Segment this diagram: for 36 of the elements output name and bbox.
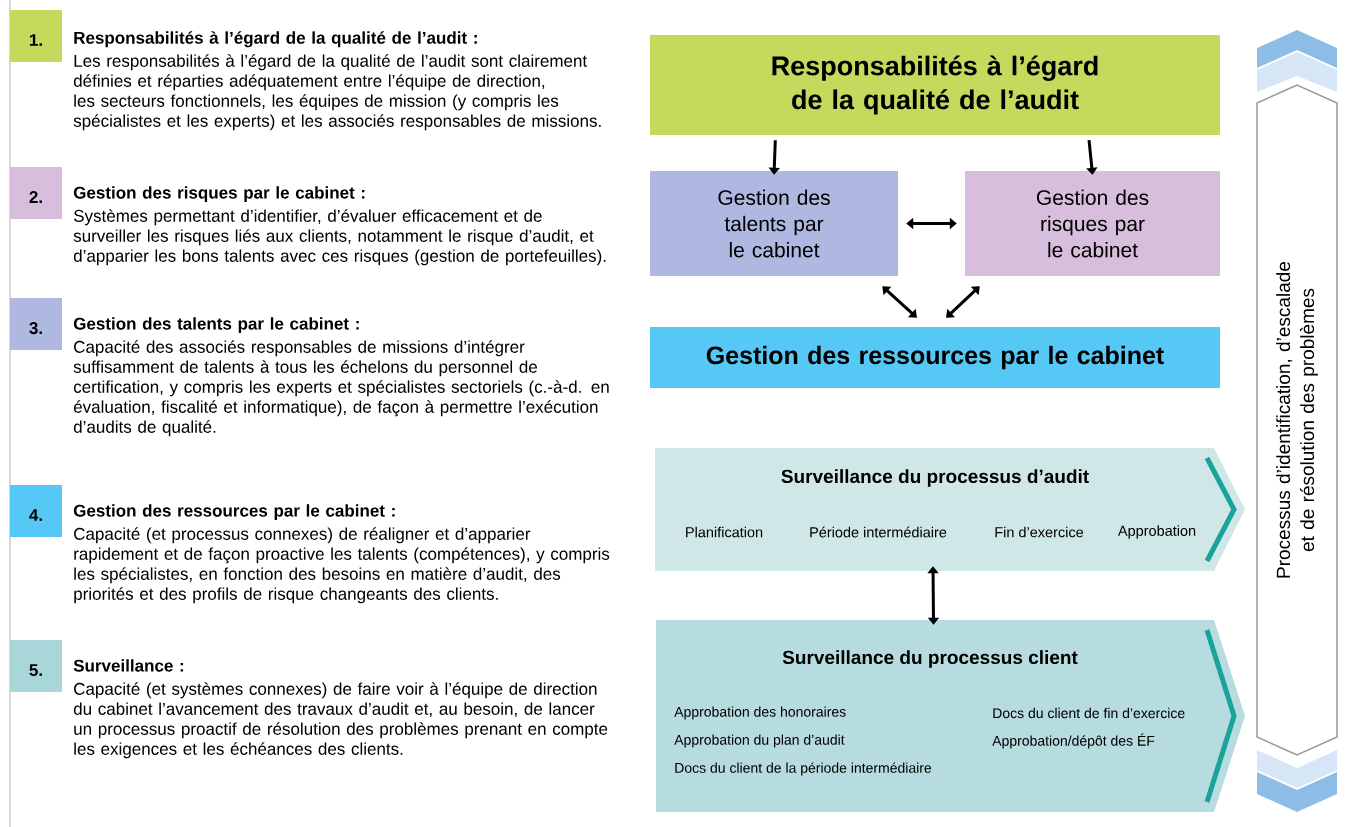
item-description: Capacité (et systèmes connexes) de faire voir à l’équipe de direction du cabinet l’avancement des travaux d’audit et, au besoin, de lancer un processus proactif de résolution des problèmes prenant en compte les exigences et les échéances des clients. bbox=[73, 682, 608, 759]
process-box: Responsabilités à l’égard de la qualité de l’audit bbox=[650, 35, 1220, 135]
band-title: Surveillance du processus client bbox=[782, 650, 1078, 668]
item-description: Systèmes permettant d’identifier, d’évaluer efficacement et de surveiller les risques liés aux clients, notamment le risque d’audit, et d’apparier les bons talents avec ces risques (gestion de portefeuilles). bbox=[73, 209, 606, 266]
number-square: 5. bbox=[10, 640, 62, 692]
process-band bbox=[655, 448, 1245, 571]
step-label: Approbation bbox=[1117, 525, 1196, 539]
item-description: Capacité des associés responsables de missions d’intégrer suffisamment de talents à tous les échelons du personnel de certification, y compris les experts et spécialistes sectoriels (c.-à-d. en évaluation, fiscalité et informatique), de façon à permettre l’exécution d’audits de qualité. bbox=[73, 340, 609, 437]
process-box: Gestion des ressources par le cabinet bbox=[650, 327, 1220, 388]
step-label: Approbation des honoraires bbox=[674, 706, 846, 720]
step-label: Approbation du plan d’audit bbox=[674, 734, 845, 748]
arrow bbox=[906, 217, 957, 230]
step-label: Planification bbox=[686, 526, 763, 538]
item-heading: Gestion des talents par le cabinet : bbox=[73, 317, 359, 334]
step-label: Fin d’exercice bbox=[995, 526, 1084, 538]
item-heading: Gestion des risques par le cabinet : bbox=[73, 186, 365, 203]
arrow bbox=[946, 286, 980, 318]
step-label: Approbation/dépôt des ÉF bbox=[992, 733, 1155, 749]
number-square: 2. bbox=[10, 167, 62, 219]
item-heading: Surveillance : bbox=[73, 659, 184, 672]
number-square: 4. bbox=[10, 485, 62, 537]
process-box: Gestion des risques par le cabinet bbox=[965, 171, 1220, 276]
process-box: Gestion des talents par le cabinet bbox=[650, 171, 898, 276]
step-label: Docs du client de fin d’exercice bbox=[993, 707, 1185, 719]
process-band bbox=[656, 620, 1245, 812]
number-square: 3. bbox=[10, 298, 62, 350]
arrow bbox=[927, 566, 940, 625]
item-description: Capacité (et processus connexes) de réaligner et d’apparier rapidement et de façon proactive les talents (compétences), y compris les spécialistes, en fonction des besoins en matière d’audit, des priorités et des profils de risque changeants des clients. bbox=[74, 527, 610, 604]
item-heading: Responsabilités à l’égard de la qualité de l’audit : bbox=[74, 31, 477, 48]
step-label: Période intermédiaire bbox=[810, 526, 947, 538]
number-square: 1. bbox=[10, 10, 62, 62]
item-description: Les responsabilités à l’égard de la qualité de l’audit sont clairement définies et réparties adéquatement entre l’équipe de direction, les secteurs fonctionnels, les équipes de mission (y compris les spécialistes et les experts) et les associés responsables de missions. bbox=[73, 54, 601, 131]
item-heading: Gestion des ressources par le cabinet : bbox=[73, 504, 395, 521]
arrow bbox=[882, 286, 917, 318]
step-label: Docs du client de la période intermédiaire bbox=[675, 762, 932, 776]
band-title: Surveillance du processus d’audit bbox=[781, 469, 1089, 487]
